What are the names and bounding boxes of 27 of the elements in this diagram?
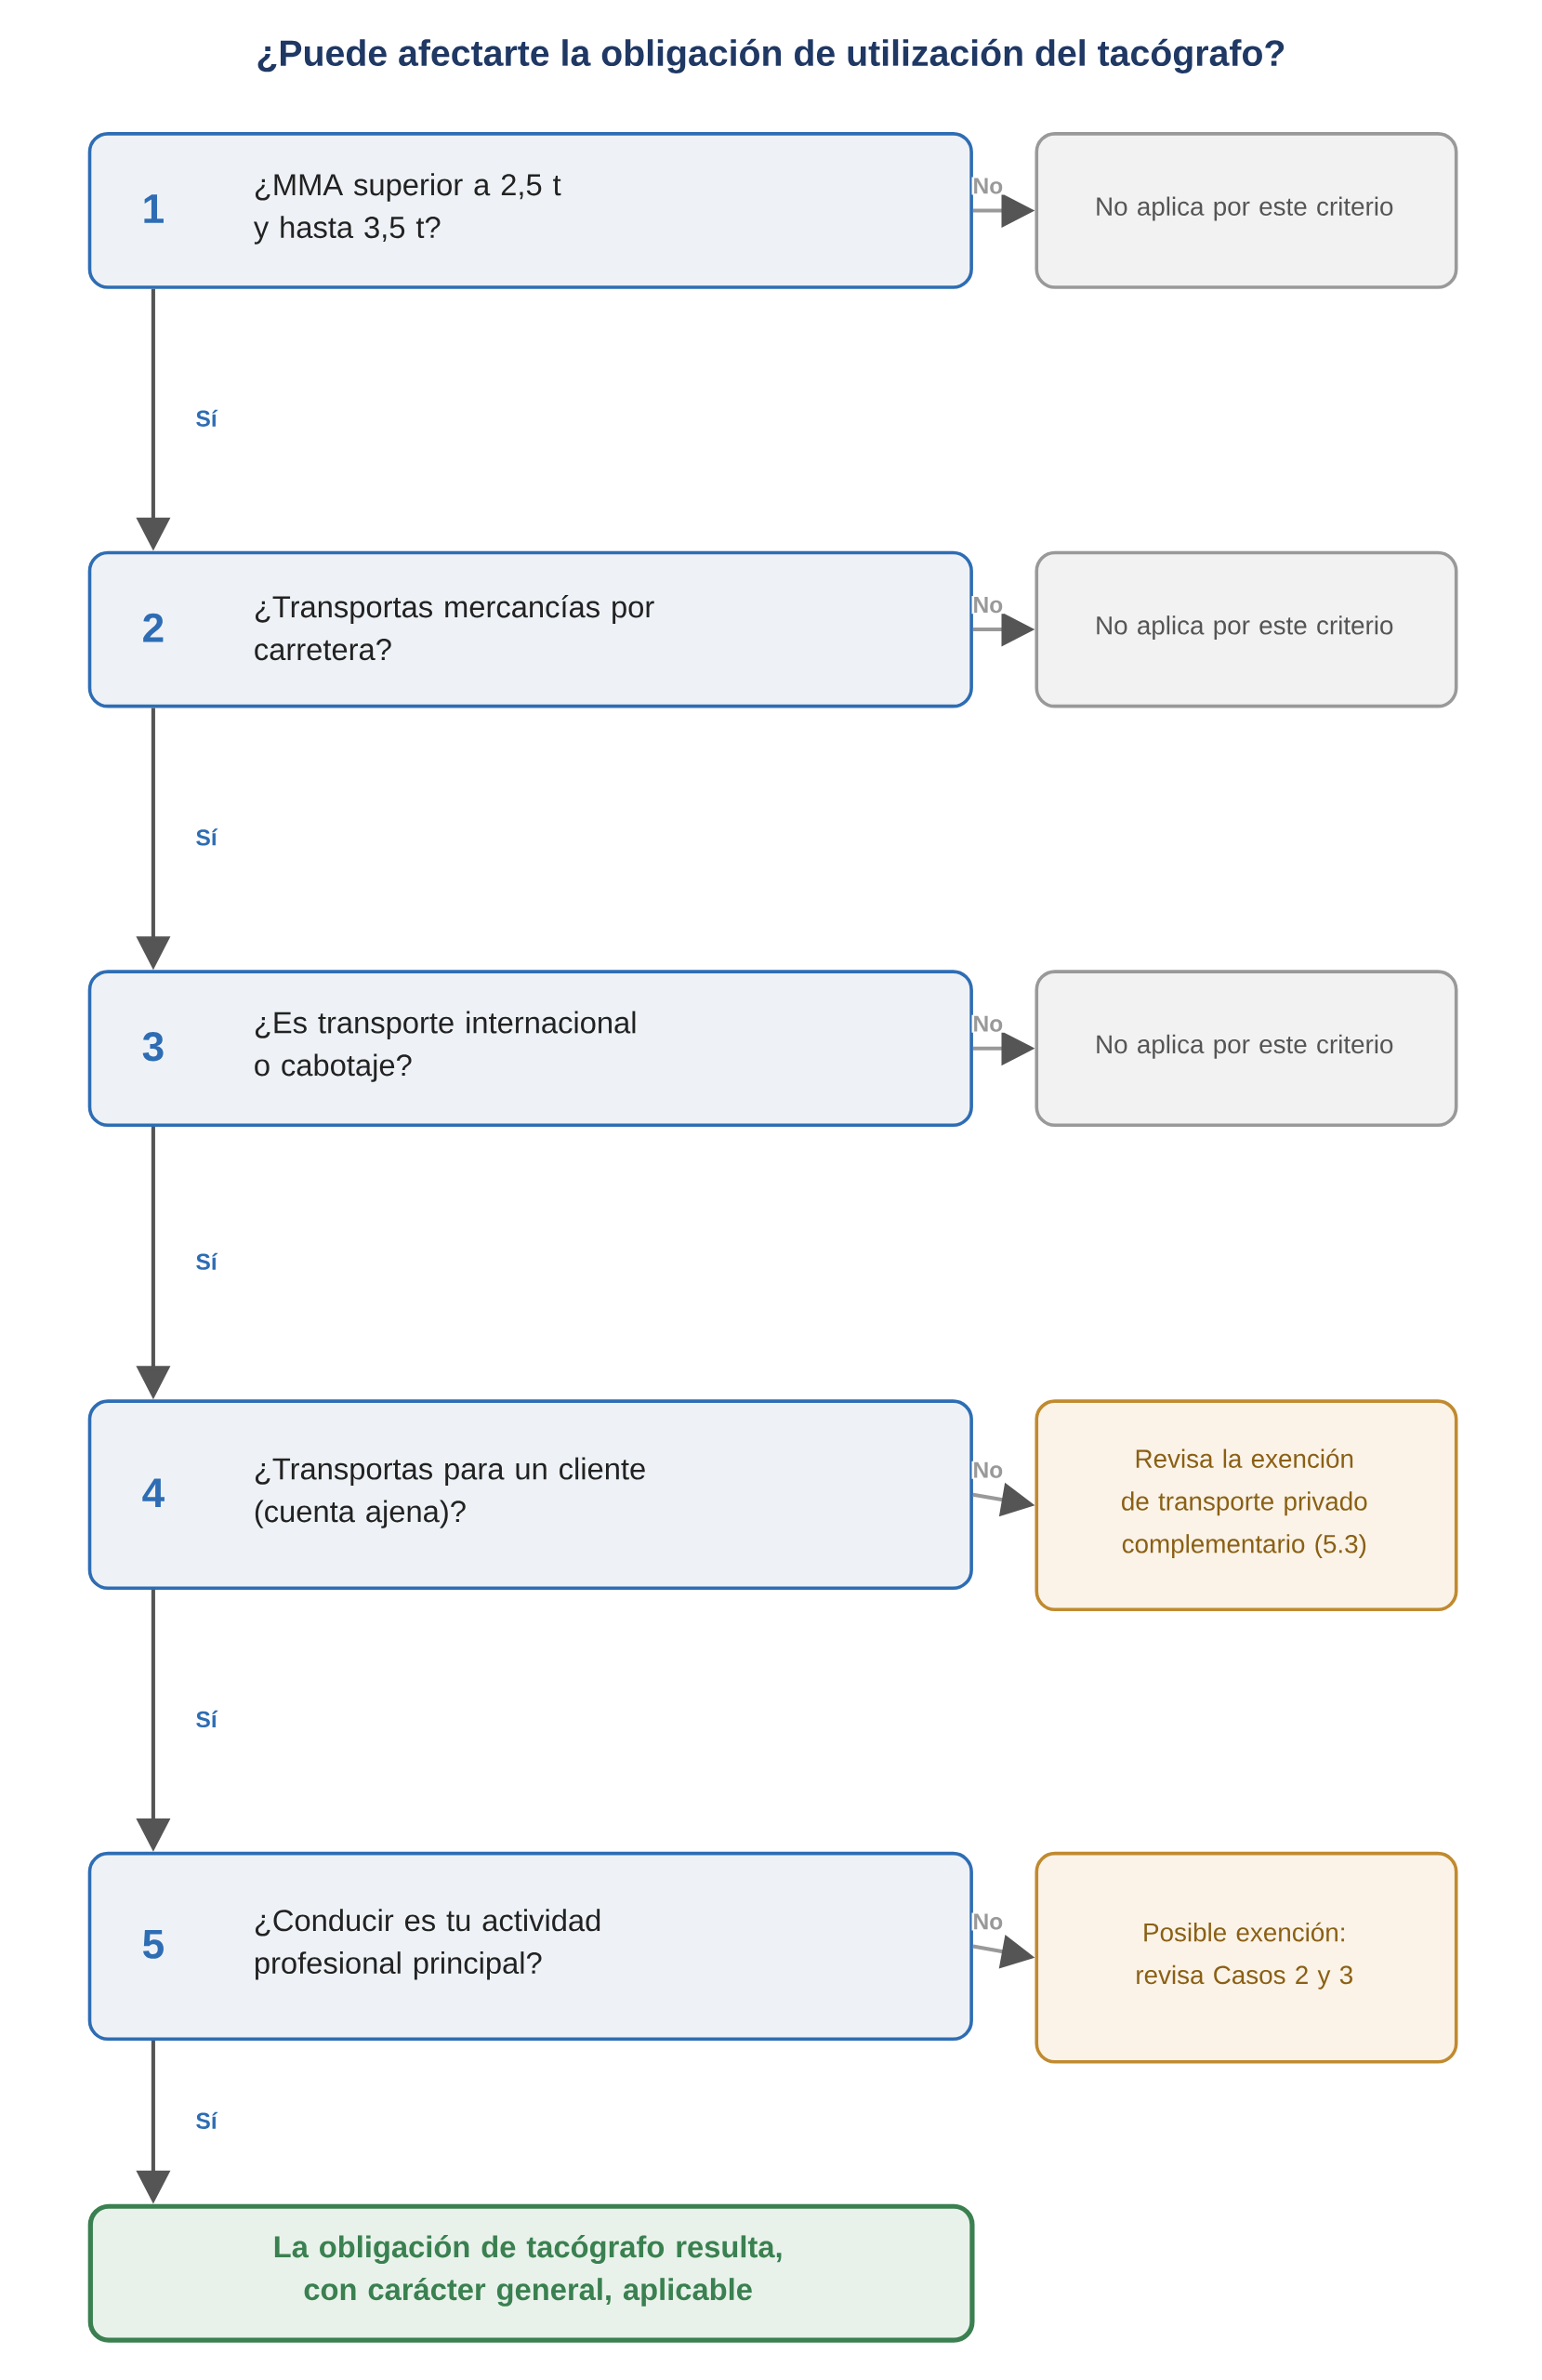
step-number: 4 xyxy=(142,1478,165,1507)
question-box: 4 ¿Transportas para un cliente (cuenta ajena)? xyxy=(87,1399,973,1591)
question-box: 1 ¿MMA superior a 2,5 t y hasta 3,5 t? xyxy=(87,132,973,289)
edge-label: No xyxy=(971,596,1005,615)
conclusion-box: La obligación de tacógrafo resulta, con carácter general, aplicable xyxy=(87,2203,975,2343)
edge-label: No xyxy=(971,1014,1005,1033)
result-box: No aplica por este criterio xyxy=(1035,132,1458,289)
edge-label: Sí xyxy=(194,827,218,847)
title: ¿Puede afectarte la obligación de utilización del tacógrafo? xyxy=(257,38,1285,73)
step-number: 5 xyxy=(143,1930,165,1959)
edge-label: No xyxy=(971,177,1005,195)
result-box: No aplica por este criterio xyxy=(1035,970,1458,1128)
step-number: 1 xyxy=(144,194,165,223)
edge-label: Sí xyxy=(194,408,218,428)
result-box: No aplica por este criterio xyxy=(1035,550,1458,708)
question-box: 2 ¿Transportas mercancías por carretera? xyxy=(87,550,973,708)
edge-label: No xyxy=(971,1912,1005,1931)
step-number: 3 xyxy=(142,1032,164,1062)
result-box: Posible exención: revisa Casos 2 y 3 xyxy=(1035,1851,1458,2064)
question-box: 3 ¿Es transporte internacional o cabotaje? xyxy=(87,970,973,1128)
edge-label: Sí xyxy=(194,2110,218,2130)
question-box: 5 ¿Conducir es tu actividad profesional principal? xyxy=(87,1851,973,2041)
step-number: 2 xyxy=(143,613,164,642)
result-box: Revisa la exención de transporte privado complementario (5.3) xyxy=(1035,1399,1458,1611)
edge-label: No xyxy=(971,1461,1005,1479)
edge-label: Sí xyxy=(194,1251,218,1271)
edge-label: Sí xyxy=(194,1709,218,1729)
